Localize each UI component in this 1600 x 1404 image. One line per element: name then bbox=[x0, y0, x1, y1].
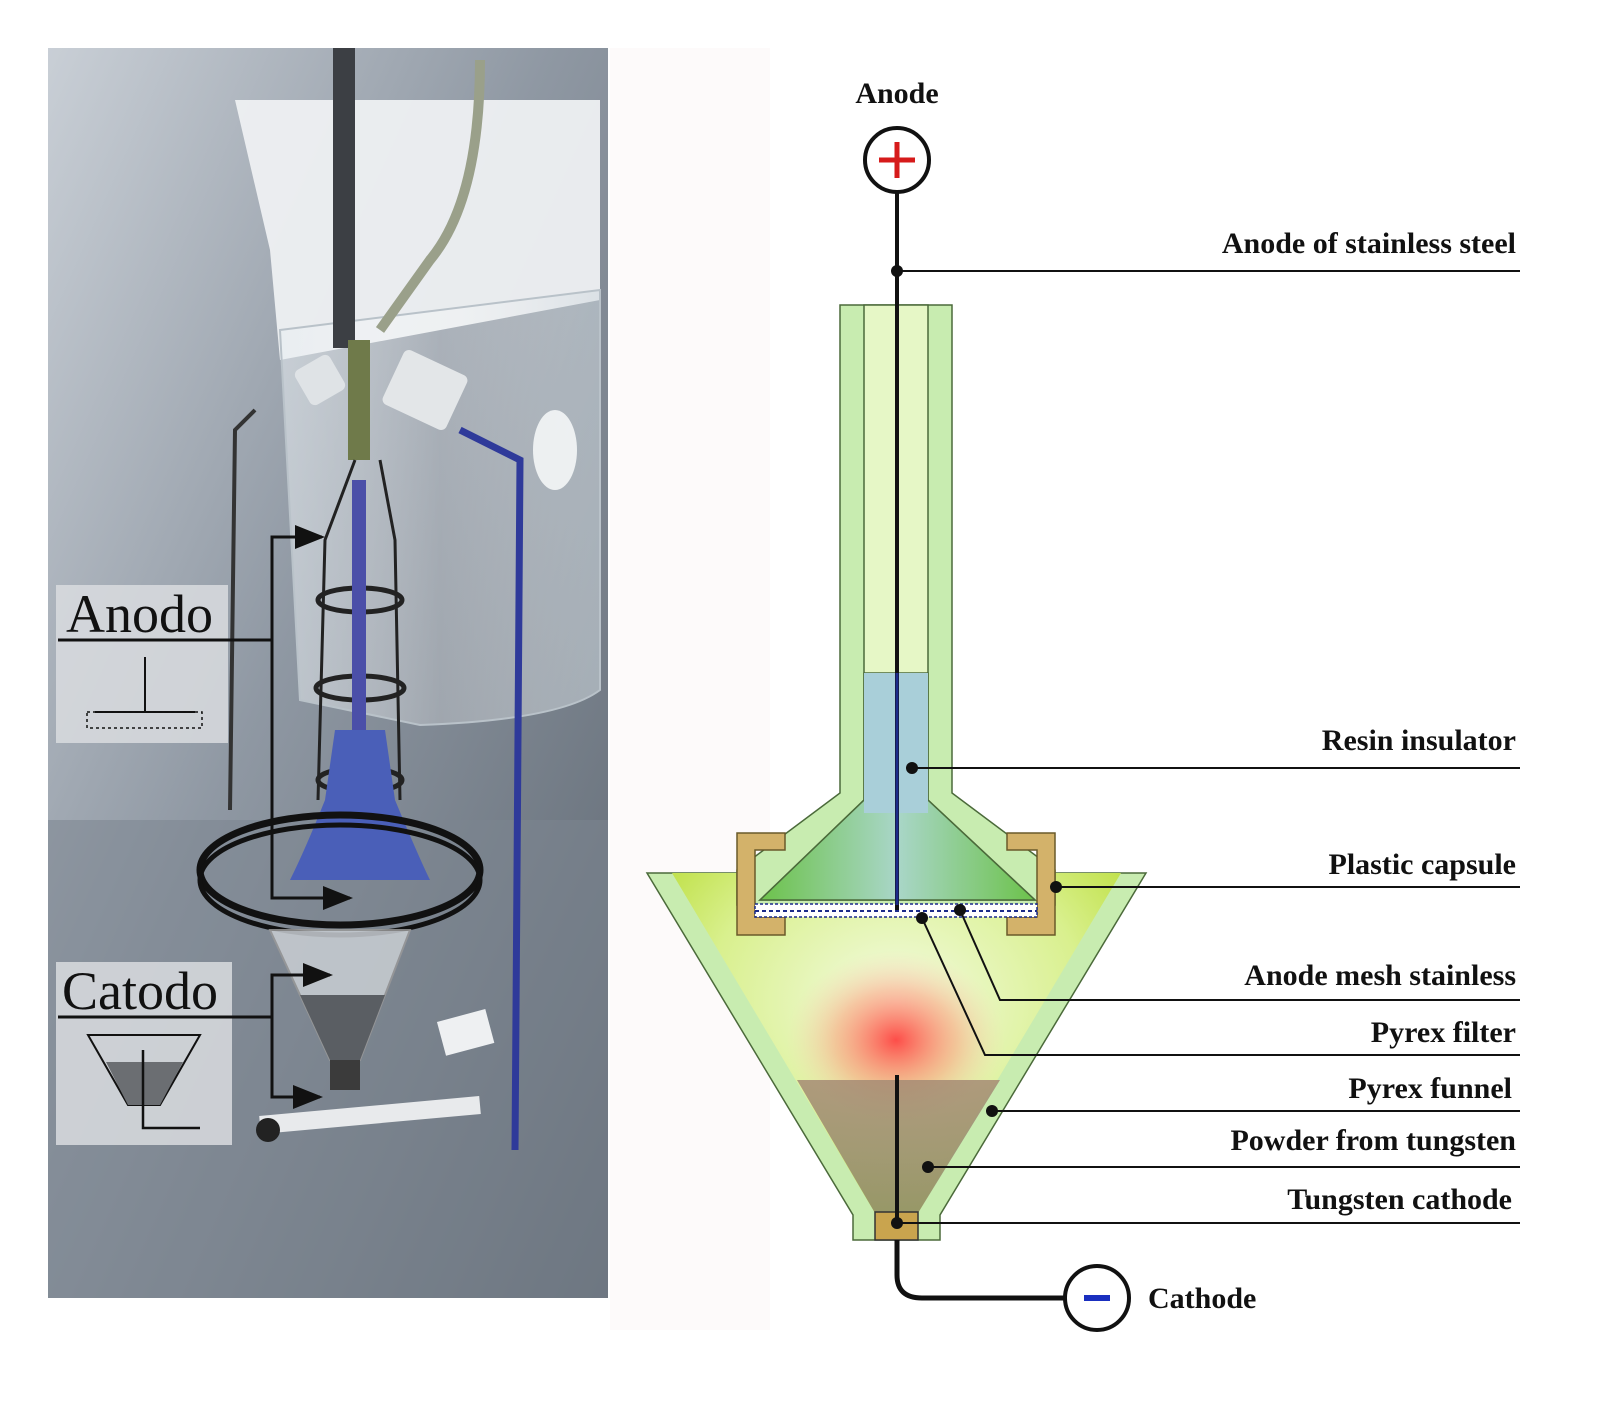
dot-filter bbox=[916, 912, 928, 924]
stopcock-knob bbox=[256, 1118, 280, 1142]
funnel-stem bbox=[330, 1060, 360, 1090]
clip-right bbox=[382, 349, 468, 431]
bottle-cap bbox=[235, 100, 600, 360]
label-tungsten-cathode: Tungsten cathode bbox=[1287, 1183, 1512, 1216]
anodo-arrow-top bbox=[270, 525, 325, 640]
anodo-callout-box bbox=[56, 585, 228, 743]
schematic-panel: Anode Cathode bbox=[610, 48, 1520, 1332]
label-mesh: Anode mesh stainless bbox=[1244, 959, 1516, 992]
glass-bottle bbox=[278, 288, 601, 727]
catodo-arrow-bottom bbox=[270, 1017, 323, 1109]
label-capsule: Plastic capsule bbox=[1329, 848, 1517, 881]
leader-lines bbox=[891, 265, 1520, 1229]
clip-lower bbox=[436, 1009, 495, 1056]
dot-cathode bbox=[891, 1217, 903, 1229]
catodo-symbol-wire bbox=[141, 1050, 200, 1130]
label-powder: Powder from tungsten bbox=[1230, 1124, 1516, 1157]
dot-capsule bbox=[1050, 881, 1062, 893]
dot-anode-steel bbox=[891, 265, 903, 277]
cathode-title: Cathode bbox=[1148, 1282, 1256, 1315]
cathode-cable bbox=[458, 426, 524, 1151]
leader-filter bbox=[921, 917, 1520, 1056]
label-anode-steel: Anode of stainless steel bbox=[1222, 227, 1516, 260]
anodo-arrow-bottom bbox=[270, 640, 353, 910]
side-tube bbox=[375, 59, 485, 333]
clip-left bbox=[294, 354, 346, 406]
dot-mesh bbox=[954, 904, 966, 916]
anode-title: Anode bbox=[855, 77, 938, 110]
label-resin: Resin insulator bbox=[1322, 724, 1516, 757]
label-filter: Pyrex filter bbox=[1371, 1016, 1516, 1049]
left-wire bbox=[228, 408, 257, 811]
anodo-label: Anodo bbox=[66, 584, 213, 644]
schematic-left-margin bbox=[610, 48, 770, 1330]
catodo-symbol-powder bbox=[106, 1062, 183, 1105]
component-labels: Anode of stainless steel Resin insulator… bbox=[1222, 227, 1516, 1216]
dot-powder bbox=[922, 1161, 934, 1173]
anode-resin-cone bbox=[290, 730, 430, 880]
dot-funnel bbox=[986, 1105, 998, 1117]
stopcock bbox=[259, 1096, 481, 1134]
cathode-wire bbox=[894, 1240, 1064, 1301]
label-funnel: Pyrex funnel bbox=[1348, 1072, 1512, 1105]
anode-rod-top bbox=[333, 48, 355, 348]
anode-stem bbox=[352, 480, 366, 740]
tungsten-powder bbox=[300, 995, 385, 1060]
anodo-symbol-mesh bbox=[86, 711, 203, 729]
photo-panel: Anodo Catodo bbox=[48, 48, 608, 1298]
dot-resin bbox=[906, 762, 918, 774]
leader-mesh bbox=[959, 909, 1520, 1001]
bottle-label bbox=[533, 410, 577, 490]
catodo-label: Catodo bbox=[62, 961, 218, 1021]
anode-cage bbox=[316, 459, 402, 801]
anode-rod-middle bbox=[348, 340, 370, 460]
catodo-arrow-top bbox=[270, 963, 333, 1017]
